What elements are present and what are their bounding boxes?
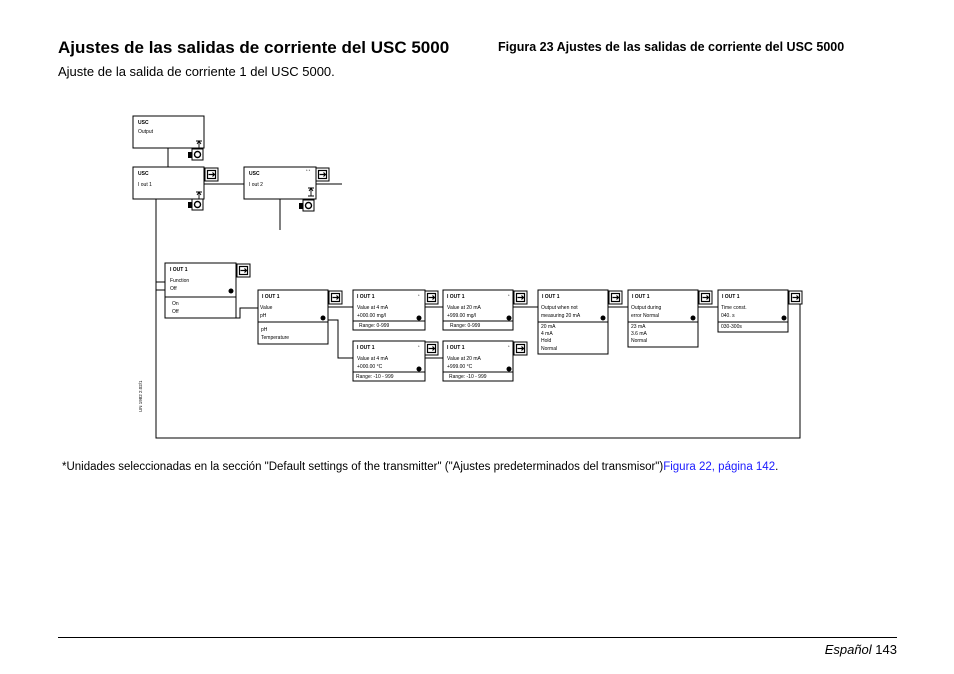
screen-line: Output during	[631, 305, 662, 311]
range-label: Range: -10 - 999	[356, 374, 394, 380]
unit-mark: *	[508, 293, 510, 298]
screen-title: I OUT 1	[170, 267, 188, 273]
screen-line: 040. s	[721, 313, 735, 319]
option: Off	[172, 309, 179, 315]
screen-line: Output	[138, 129, 154, 135]
figure-caption: Figura 23 Ajustes de las salidas de corr…	[498, 40, 845, 54]
option: 3.6 mA	[631, 331, 648, 337]
screen-line: +000.00 °C	[357, 364, 383, 370]
enter-key-icon[interactable]	[513, 341, 528, 356]
screen-line: +000.00 mg/l	[357, 313, 386, 319]
enter-key-icon[interactable]	[513, 290, 528, 305]
screen-line: I out 2	[249, 182, 263, 188]
option: Normal	[541, 346, 557, 352]
screen-title: I OUT 1	[262, 294, 280, 300]
page-subtitle: Ajuste de la salida de corriente 1 del U…	[58, 64, 335, 79]
figure-id: UN 1982 2.02/1	[138, 380, 143, 412]
value-20ma-c-screen: I OUT 1 * Value at 20 mA +999.00 °C Rang…	[442, 340, 528, 382]
range-label: Range: 0-999	[359, 323, 390, 329]
value-20ma-mgl-screen: I OUT 1 * Value at 20 mA +999.00 mg/l Ra…	[442, 289, 528, 331]
page-title: Ajustes de las salidas de corriente del …	[58, 38, 450, 57]
option: On	[172, 301, 179, 307]
screen-title: USC	[138, 120, 149, 126]
screen-title: I OUT 1	[447, 345, 465, 351]
footnote-link[interactable]: Figura 22, página 142	[663, 461, 776, 473]
screen-line: Value	[260, 305, 273, 311]
option: Hold	[541, 338, 552, 344]
page-footer: Español 143	[825, 642, 897, 657]
unit-mark: *	[418, 344, 420, 349]
unit-mark: *	[418, 293, 420, 298]
option: pH	[261, 327, 268, 333]
enter-key-icon[interactable]	[315, 167, 330, 182]
usc-iout1-screen: USC I out 1	[132, 166, 219, 211]
footnote-end: .	[775, 461, 779, 473]
unit-mark: * *	[306, 168, 311, 173]
footer-rule	[58, 637, 897, 638]
screen-title: I OUT 1	[542, 294, 560, 300]
option: 030-300s	[721, 324, 742, 330]
enter-key-icon[interactable]	[788, 290, 803, 305]
usc-iout2-screen: USC * * I out 2	[243, 166, 330, 212]
option: 4 mA	[541, 331, 553, 337]
function-screen: I OUT 1 Function Off On Off	[164, 262, 251, 319]
option: 23 mA	[631, 324, 646, 330]
screen-line: Function	[170, 278, 189, 284]
screen-title: I OUT 1	[632, 294, 650, 300]
enter-key-icon[interactable]	[424, 290, 439, 305]
enter-key-icon[interactable]	[698, 290, 713, 305]
screen-title: USC	[249, 171, 260, 177]
screen-line: Off	[170, 286, 177, 292]
range-label: Range: -10 - 999	[449, 374, 487, 380]
enter-key-icon[interactable]	[328, 290, 343, 305]
screen-title: I OUT 1	[447, 294, 465, 300]
value-screen: I OUT 1 Value pH pH Temperature	[257, 289, 343, 345]
select-key-icon[interactable]	[187, 148, 204, 161]
screen-line: pH	[260, 313, 267, 319]
screen-line: Value at 20 mA	[447, 305, 481, 311]
option: 20 mA	[541, 324, 556, 330]
option: Normal	[631, 338, 647, 344]
usc-output-screen: USC Output	[132, 115, 205, 161]
enter-key-icon[interactable]	[424, 341, 439, 356]
screen-line: Time const.	[721, 305, 747, 311]
select-key-icon[interactable]	[187, 198, 204, 211]
enter-key-icon[interactable]	[236, 263, 251, 278]
screen-line: error Normal	[631, 313, 659, 319]
screen-line: Output when not	[541, 305, 578, 311]
range-label: Range: 0-999	[450, 323, 481, 329]
screen-title: I OUT 1	[722, 294, 740, 300]
screen-line: Value at 20 mA	[447, 356, 481, 362]
screen-line: Value at 4 mA	[357, 356, 389, 362]
screen-line: +999.00 °C	[447, 364, 473, 370]
screen-title: I OUT 1	[357, 345, 375, 351]
enter-key-icon[interactable]	[608, 290, 623, 305]
screen-line: +999.00 mg/l	[447, 313, 476, 319]
value-4ma-c-screen: I OUT 1 * Value at 4 mA +000.00 °C Range…	[352, 340, 439, 382]
page-number: 143	[875, 642, 897, 657]
screen-line: Value at 4 mA	[357, 305, 389, 311]
unit-mark: *	[508, 344, 510, 349]
not-measuring-screen: I OUT 1 Output when not measuring 20 mA …	[537, 289, 623, 355]
screen-title: I OUT 1	[357, 294, 375, 300]
footnote-text: *Unidades seleccionadas en la sección "D…	[62, 461, 664, 473]
screen-line: measuring 20 mA	[541, 313, 581, 319]
value-4ma-mgl-screen: I OUT 1 * Value at 4 mA +000.00 mg/l Ran…	[352, 289, 439, 331]
select-key-icon[interactable]	[298, 199, 315, 212]
footer-language: Español	[824, 642, 872, 657]
option: Temperature	[261, 335, 289, 341]
footnote: *Unidades seleccionadas en la sección "D…	[62, 461, 778, 473]
enter-key-icon[interactable]	[204, 167, 219, 182]
error-output-screen: I OUT 1 Output during error Normal 23 mA…	[627, 289, 713, 348]
screen-line: I out 1	[138, 182, 152, 188]
time-constant-screen: I OUT 1 Time const. 040. s 030-300s	[717, 289, 803, 333]
screen-title: USC	[138, 171, 149, 177]
